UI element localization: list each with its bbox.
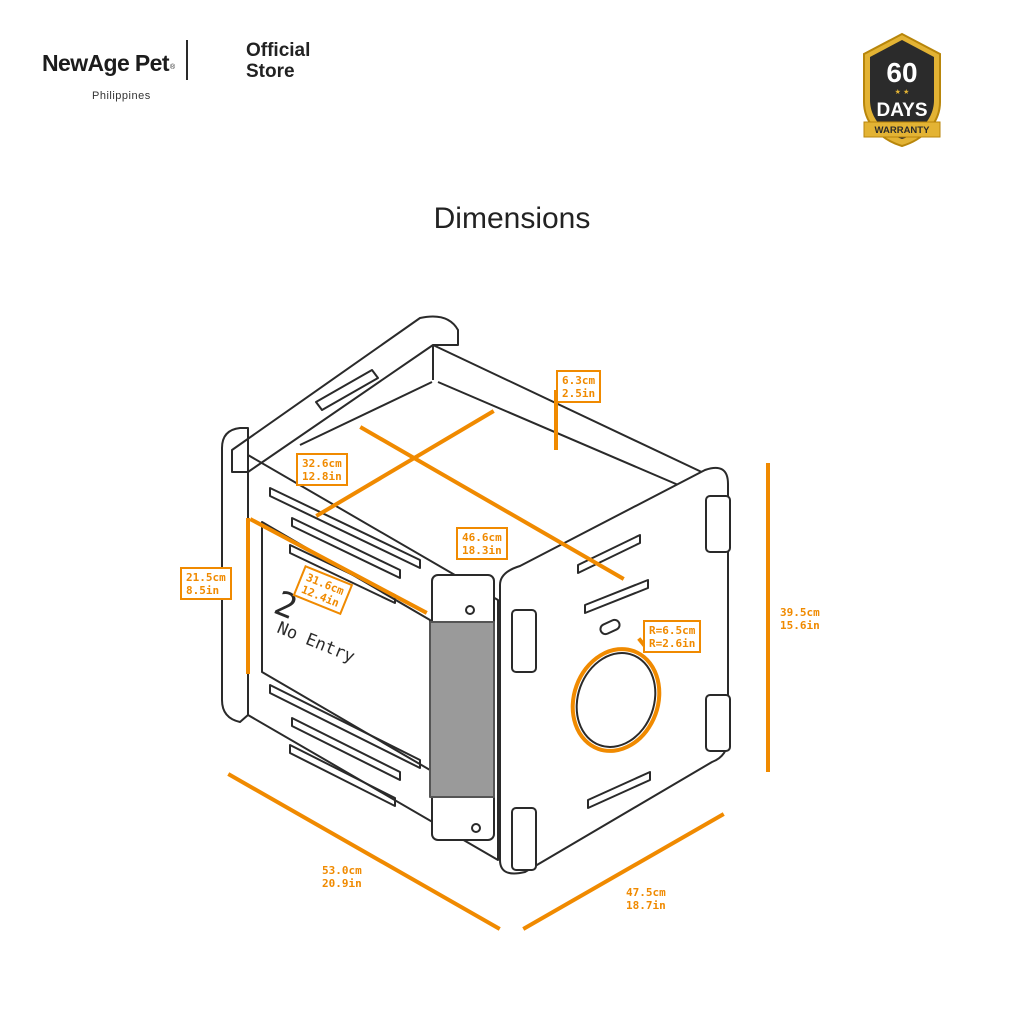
brand-logo: NewAge Pet®: [42, 50, 175, 77]
inner-depth-in: 12.8in: [302, 470, 342, 483]
label-length: 53.0cm 20.9in: [322, 864, 362, 890]
dim-line-depth: [522, 812, 725, 931]
clip-front-top: [511, 609, 537, 673]
badge-warranty: WARRANTY: [875, 125, 931, 136]
panel-label: No Entry: [274, 618, 357, 667]
inner-floor-edge: [299, 381, 433, 446]
dim-line-panel-width: [249, 517, 428, 615]
inner-width-cm: 46.6cm: [462, 531, 502, 544]
page-title: Dimensions: [433, 202, 591, 235]
entry-hole: [575, 652, 657, 748]
depth-cm: 47.5cm: [626, 886, 666, 899]
dim-hole-ring: [570, 647, 662, 753]
clip-front-bottom: [511, 807, 537, 871]
clip-right-bottom: [705, 694, 731, 752]
inner-frame: [432, 344, 709, 491]
right-slot-1: [577, 534, 641, 574]
front-slot-4: [269, 684, 421, 769]
badge-ribbon: [863, 121, 941, 138]
front-slot-2: [291, 517, 401, 579]
official-store-label: Official Store: [246, 40, 310, 82]
store-line-1: Official: [246, 40, 311, 61]
inner-depth-cm: 32.6cm: [302, 457, 342, 470]
brand-divider: [186, 40, 188, 80]
screw-top: [465, 605, 475, 615]
screw-bottom: [471, 823, 481, 833]
dim-line-length: [227, 772, 501, 931]
thickness-in: 2.5in: [562, 387, 596, 400]
dim-line-inner-depth: [315, 409, 495, 518]
scratch-pad: [429, 621, 495, 798]
hole-radius-in: R=2.6in: [649, 637, 696, 650]
label-inner-depth: 32.6cm 12.8in: [296, 453, 348, 486]
length-cm: 53.0cm: [322, 864, 362, 877]
registered-mark: ®: [169, 64, 176, 71]
right-slot-3: [587, 771, 651, 809]
label-total-height: 39.5cm 15.6in: [780, 606, 820, 632]
hole-radius-cm: R=6.5cm: [649, 624, 696, 637]
total-height-in: 15.6in: [780, 619, 820, 632]
panel-height-in: 8.5in: [186, 584, 220, 597]
thickness-cm: 6.3cm: [562, 374, 596, 387]
depth-in: 18.7in: [626, 899, 666, 912]
badge-shield-inner: [870, 40, 934, 139]
warranty-badge: 60 ★ ★ DAYS WARRANTY: [863, 32, 941, 148]
brand-name: NewAge Pet: [42, 50, 170, 76]
brand-country: Philippines: [92, 90, 151, 102]
front-slot-6: [289, 744, 396, 807]
label-hole-radius: R=6.5cm R=2.6in: [643, 620, 702, 653]
store-line-2: Store: [246, 61, 295, 82]
label-depth: 47.5cm 18.7in: [626, 886, 666, 912]
dim-line-inner-width: [359, 425, 625, 581]
badge-days: DAYS: [876, 100, 927, 121]
badge-number: 60: [886, 57, 917, 88]
panel-height-cm: 21.5cm: [186, 571, 226, 584]
label-inner-width: 46.6cm 18.3in: [456, 527, 508, 560]
inner-width-in: 18.3in: [462, 544, 502, 557]
back-panel: [231, 315, 459, 473]
front-slot-5: [291, 717, 401, 781]
back-slot-1: [315, 369, 379, 411]
badge-stars: ★ ★: [895, 88, 910, 96]
label-panel-height: 21.5cm 8.5in: [180, 567, 232, 600]
clip-right-top: [705, 495, 731, 553]
length-in: 20.9in: [322, 877, 362, 890]
right-slot-2: [584, 579, 649, 614]
right-handle: [599, 618, 621, 636]
total-height-cm: 39.5cm: [780, 606, 820, 619]
label-thickness: 6.3cm 2.5in: [556, 370, 602, 403]
front-slot-1: [269, 487, 421, 569]
